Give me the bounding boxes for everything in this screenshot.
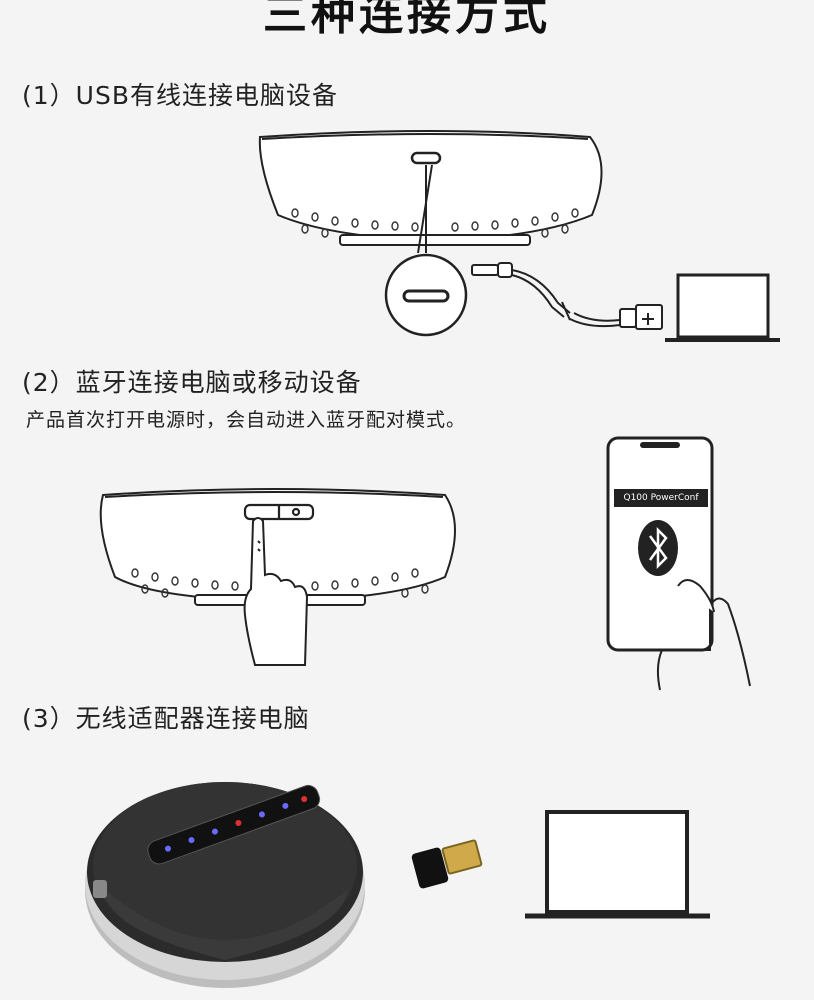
wireless-adapter-illustration (85, 782, 710, 988)
usb-wired-illustration (258, 130, 780, 342)
section-2-heading: (2）蓝牙连接电脑或移动设备 (22, 368, 362, 397)
power-button-icon (243, 503, 315, 521)
speaker-grille-dots (291, 208, 579, 238)
speakerphone-icon (85, 782, 365, 988)
laptop-icon (665, 273, 780, 342)
section-3-heading: (3）无线适配器连接电脑 (22, 704, 310, 733)
phone-screen-label: Q100 PowerConf (614, 489, 708, 507)
smartphone-icon (606, 436, 751, 691)
usb-dongle-icon (411, 839, 483, 889)
bluetooth-icon (638, 520, 678, 576)
speakerphone-side-view (99, 488, 456, 606)
laptop-icon (525, 810, 710, 919)
bluetooth-pairing-illustration (99, 488, 456, 666)
hand-icon (656, 597, 751, 691)
hand-icon (243, 517, 309, 666)
page-title: 三种连接方式 (263, 0, 551, 40)
section-2-note: 产品首次打开电源时，会自动进入蓝牙配对模式。 (26, 409, 467, 431)
usb-cable-icon (471, 262, 663, 330)
usb-c-port-icon (410, 151, 442, 165)
speakerphone-side-view (258, 130, 603, 246)
section-1-heading: (1）USB有线连接电脑设备 (22, 81, 338, 110)
